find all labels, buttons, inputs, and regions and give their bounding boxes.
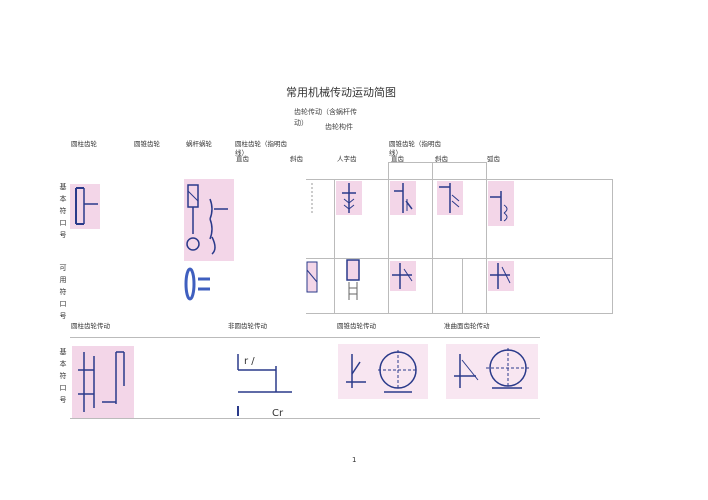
cyl-gear-note-l2: 线）	[235, 149, 248, 157]
worm-gear-symbol	[184, 179, 234, 261]
grid-line	[70, 418, 540, 419]
symbol-highlight	[488, 261, 514, 291]
row-label-char: 符	[59, 372, 67, 380]
bevel-spiral-symbol	[488, 181, 514, 226]
glyph: r /	[244, 356, 255, 367]
glyph: Cr	[272, 408, 284, 419]
tooth-helical-cyl: 斜齿	[290, 155, 303, 163]
symbol-highlight	[446, 344, 538, 399]
noncircular-transmission-symbol: r / Cr	[237, 354, 292, 419]
helical-teeth	[451, 194, 460, 208]
grid-line	[388, 162, 486, 163]
grid-line	[306, 313, 613, 314]
row-label-char: 口	[59, 219, 67, 227]
col-bevel-transmission: 圆锥齿轮传动	[337, 322, 376, 330]
row-label-optional: 可 用 符 口 号	[58, 262, 68, 322]
gear-body	[306, 261, 318, 293]
row-label-char: 符	[59, 288, 67, 296]
grid-line	[334, 179, 335, 313]
bevel-gear-note-l2: 线）	[389, 149, 402, 157]
row-label-char: 基	[59, 183, 67, 191]
col-worm-gear: 蜗杆蜗轮	[186, 140, 212, 148]
grid-line	[306, 258, 613, 259]
grid-line	[486, 162, 487, 313]
subtitle-line3: 齿轮构件	[325, 123, 353, 131]
symbol-highlight	[70, 184, 100, 229]
opt-cyl-straight	[306, 261, 318, 293]
symbol-highlight	[390, 261, 416, 291]
row-label-char: 本	[59, 195, 67, 203]
gear-teeth	[461, 359, 479, 381]
row-label-char: 口	[59, 384, 67, 392]
col-noncircular-transmission: 非圆齿轮传动	[228, 322, 267, 330]
row-label-char: 可	[59, 264, 67, 272]
col-cylindrical-gear: 圆柱齿轮	[71, 140, 97, 148]
col-hypoid-transmission: 准曲面齿轮传动	[444, 322, 490, 330]
col-cyl-gear-transmission: 圆柱齿轮传动	[71, 322, 110, 330]
gear-teeth	[403, 268, 413, 282]
cyl-gear-note-l1: 圆柱齿轮（指明齿	[235, 140, 287, 148]
bevel-helical-symbol	[437, 181, 463, 215]
bevel-straight-symbol	[390, 181, 416, 215]
col-bevel-gear: 圆锥齿轮	[134, 140, 160, 148]
bevel-gear-note-l1: 圆锥齿轮（指明齿	[389, 140, 441, 148]
row-label-char: 口	[59, 300, 67, 308]
worm-end-view	[184, 267, 196, 301]
row-label-char: 用	[59, 276, 67, 284]
row-label-basic-2: 基 本 符 口 号	[58, 346, 68, 406]
optional-worm-symbol	[184, 267, 210, 301]
tooth-herringbone-cyl: 人字齿	[337, 155, 357, 163]
gear-teeth	[351, 361, 361, 375]
opt-bevel-spiral	[488, 261, 514, 291]
grid-line	[432, 162, 433, 313]
gear-teeth	[501, 266, 511, 284]
gear-body	[346, 259, 360, 281]
worm-thread	[187, 190, 199, 202]
page-number: 1	[352, 456, 357, 464]
worm-end-circle	[186, 237, 200, 251]
grid-line	[388, 162, 389, 313]
cyl-gear-straight-symbol	[311, 183, 313, 213]
wheel-arc	[211, 236, 216, 255]
row-label-char: 号	[59, 231, 67, 239]
cyl-gear-symbol	[70, 184, 100, 229]
subtitle-line2: 动）	[294, 119, 308, 127]
wheel-profile	[209, 198, 213, 240]
grid-line	[306, 179, 613, 180]
row-label-char: 号	[59, 312, 67, 320]
symbol-highlight	[184, 179, 234, 261]
spiral-teeth	[503, 204, 508, 222]
row-label-char: 基	[59, 348, 67, 356]
cyl-transmission-symbol	[72, 346, 134, 418]
gear-teeth	[306, 269, 318, 283]
hypoid-transmission-symbol	[446, 344, 538, 399]
herringbone-teeth	[343, 198, 355, 210]
tooth-spiral-bevel: 弧齿	[487, 155, 500, 163]
row-label-char: 号	[59, 396, 67, 404]
row-label-basic: 基 本 符 口 号	[58, 181, 68, 241]
bevel-transmission-symbol	[338, 344, 428, 399]
opt-herringbone	[346, 259, 360, 300]
grid-line	[462, 258, 463, 313]
row-label-char: 本	[59, 360, 67, 368]
grid-line	[612, 179, 613, 313]
opt-bevel-straight	[390, 261, 416, 291]
tooth-straight-bevel: 直齿	[391, 155, 404, 163]
grid-line	[70, 337, 540, 338]
row-label-char: 符	[59, 207, 67, 215]
herringbone-symbol	[336, 181, 362, 215]
tooth-straight-cyl: 直齿	[236, 155, 249, 163]
tooth-helical-bevel: 斜齿	[435, 155, 448, 163]
subtitle-line1: 齿轮传动（含蜗杆传	[294, 108, 357, 116]
page-title: 常用机械传动运动简图	[286, 86, 396, 99]
